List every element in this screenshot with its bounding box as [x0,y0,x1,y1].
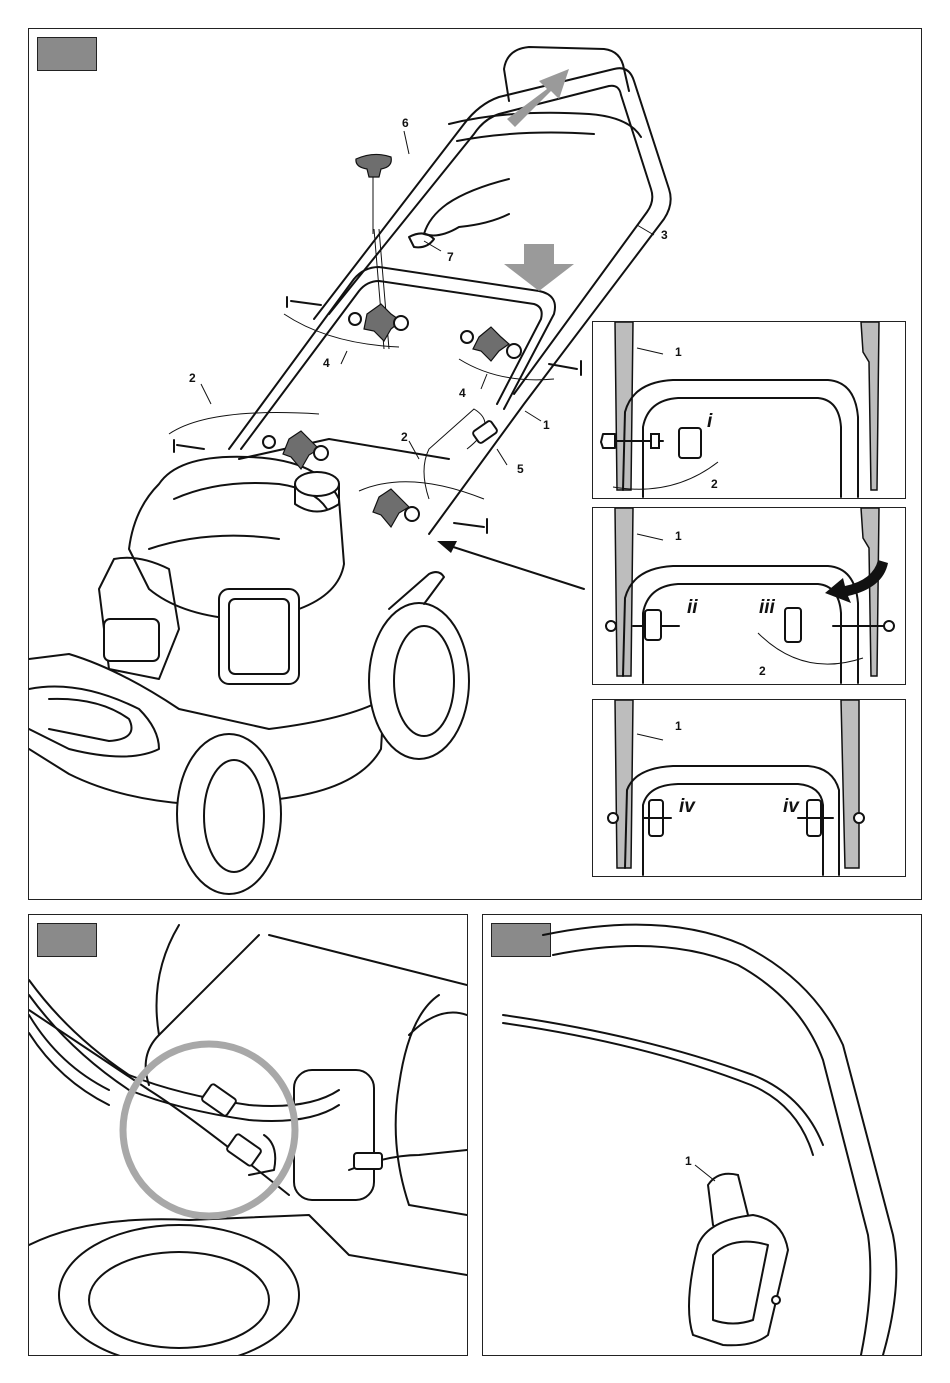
down-arrow [504,244,574,291]
callout-1: 1 [685,1155,692,1167]
knob-upper-left [349,304,408,341]
callout-6: 6 [402,117,409,129]
knob-lower-right [373,489,419,527]
lower-handle [229,267,555,449]
bolt [287,297,321,307]
callout-4-left: 4 [323,357,330,369]
control-lever-drawing [483,915,921,1355]
connector-drawing [29,915,467,1355]
inset-step-1: 1 2 i [592,321,906,499]
inset2-callout-2: 2 [759,665,766,677]
step-label-i: i [707,412,712,431]
control-lever-panel: 1 [482,914,922,1356]
callout-5: 5 [517,463,524,475]
knob-lower-left [263,431,328,469]
starter-pull-handle [356,154,391,177]
callout-4-right: 4 [459,387,466,399]
hand [424,179,509,235]
inset1-callout-1: 1 [675,346,682,358]
inset1-callout-2: 2 [711,478,718,490]
inset3-callout-1: 1 [675,720,682,732]
front-wheel [177,734,281,894]
callout-2-right: 2 [401,431,408,443]
step-label-iv-left: iv [679,797,695,816]
callout-1: 1 [543,419,550,431]
callout-2-left: 2 [189,372,196,384]
step-label-iv-right: iv [783,797,799,816]
inset-step-3: 1 iv iv [592,699,906,877]
pointer-arrow [444,544,584,589]
step-label-iii: iii [759,598,775,617]
inset-step-2: 1 2 ii iii [592,507,906,685]
highlight-circle [123,1044,295,1216]
knob-upper-right [461,327,521,361]
main-figure-panel: 6 7 3 4 4 1 2 2 5 1 2 i [28,28,922,900]
inset2-callout-1: 1 [675,530,682,542]
connector-detail-panel [28,914,468,1356]
step-label-ii: ii [687,598,698,617]
callout-3: 3 [661,229,668,241]
callout-7: 7 [447,251,454,263]
